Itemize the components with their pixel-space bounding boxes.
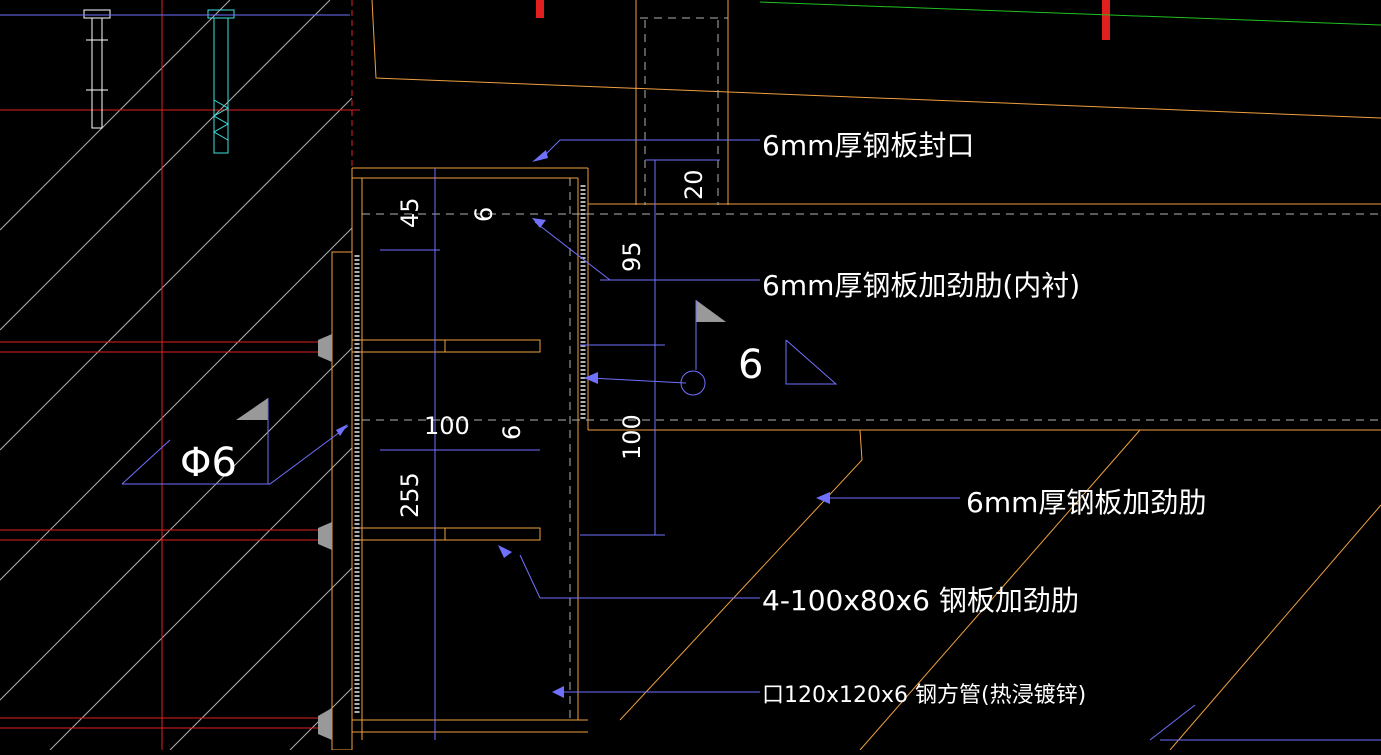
- red-axis-lines: [0, 0, 360, 750]
- label-stiffener: 6mm厚钢板加劲肋: [966, 486, 1206, 519]
- anchor-bolt-left: [83, 9, 111, 129]
- dim-95: 95: [618, 241, 646, 272]
- dim-45: 45: [396, 197, 424, 228]
- arrow-heads: [336, 150, 830, 698]
- label-rib-plates: 4-100x80x6 钢板加劲肋: [762, 584, 1079, 617]
- dim-6-mid: 6: [498, 425, 526, 440]
- dim-255: 255: [396, 472, 424, 518]
- weld-fillet-size: 6: [738, 342, 763, 388]
- label-seal-plate: 6mm厚钢板封口: [762, 129, 974, 162]
- dim-20: 20: [680, 169, 708, 200]
- dimension-lines: [121, 139, 1381, 741]
- top-green-line: [759, 1, 1381, 26]
- dim-100-horizontal: 100: [424, 412, 470, 440]
- anchor-bolt-cyan: [207, 9, 235, 154]
- anchor-triangles: [236, 300, 726, 740]
- top-red-marks: [536, 0, 1110, 40]
- dashed-lines: [362, 17, 1381, 720]
- dim-6-top: 6: [470, 207, 498, 222]
- stiffener-ribs: [351, 339, 541, 541]
- orange-outline: [331, 0, 1381, 751]
- rebar-mark: Φ6: [180, 440, 237, 486]
- label-stiffener-inner: 6mm厚钢板加劲肋(内衬): [762, 269, 1080, 302]
- label-square-tube: 口120x120x6 钢方管(热浸镀锌): [762, 683, 1086, 708]
- dim-100-vertical: 100: [618, 414, 646, 460]
- concrete-hatch: [0, 0, 353, 751]
- weld-seams: [354, 185, 586, 715]
